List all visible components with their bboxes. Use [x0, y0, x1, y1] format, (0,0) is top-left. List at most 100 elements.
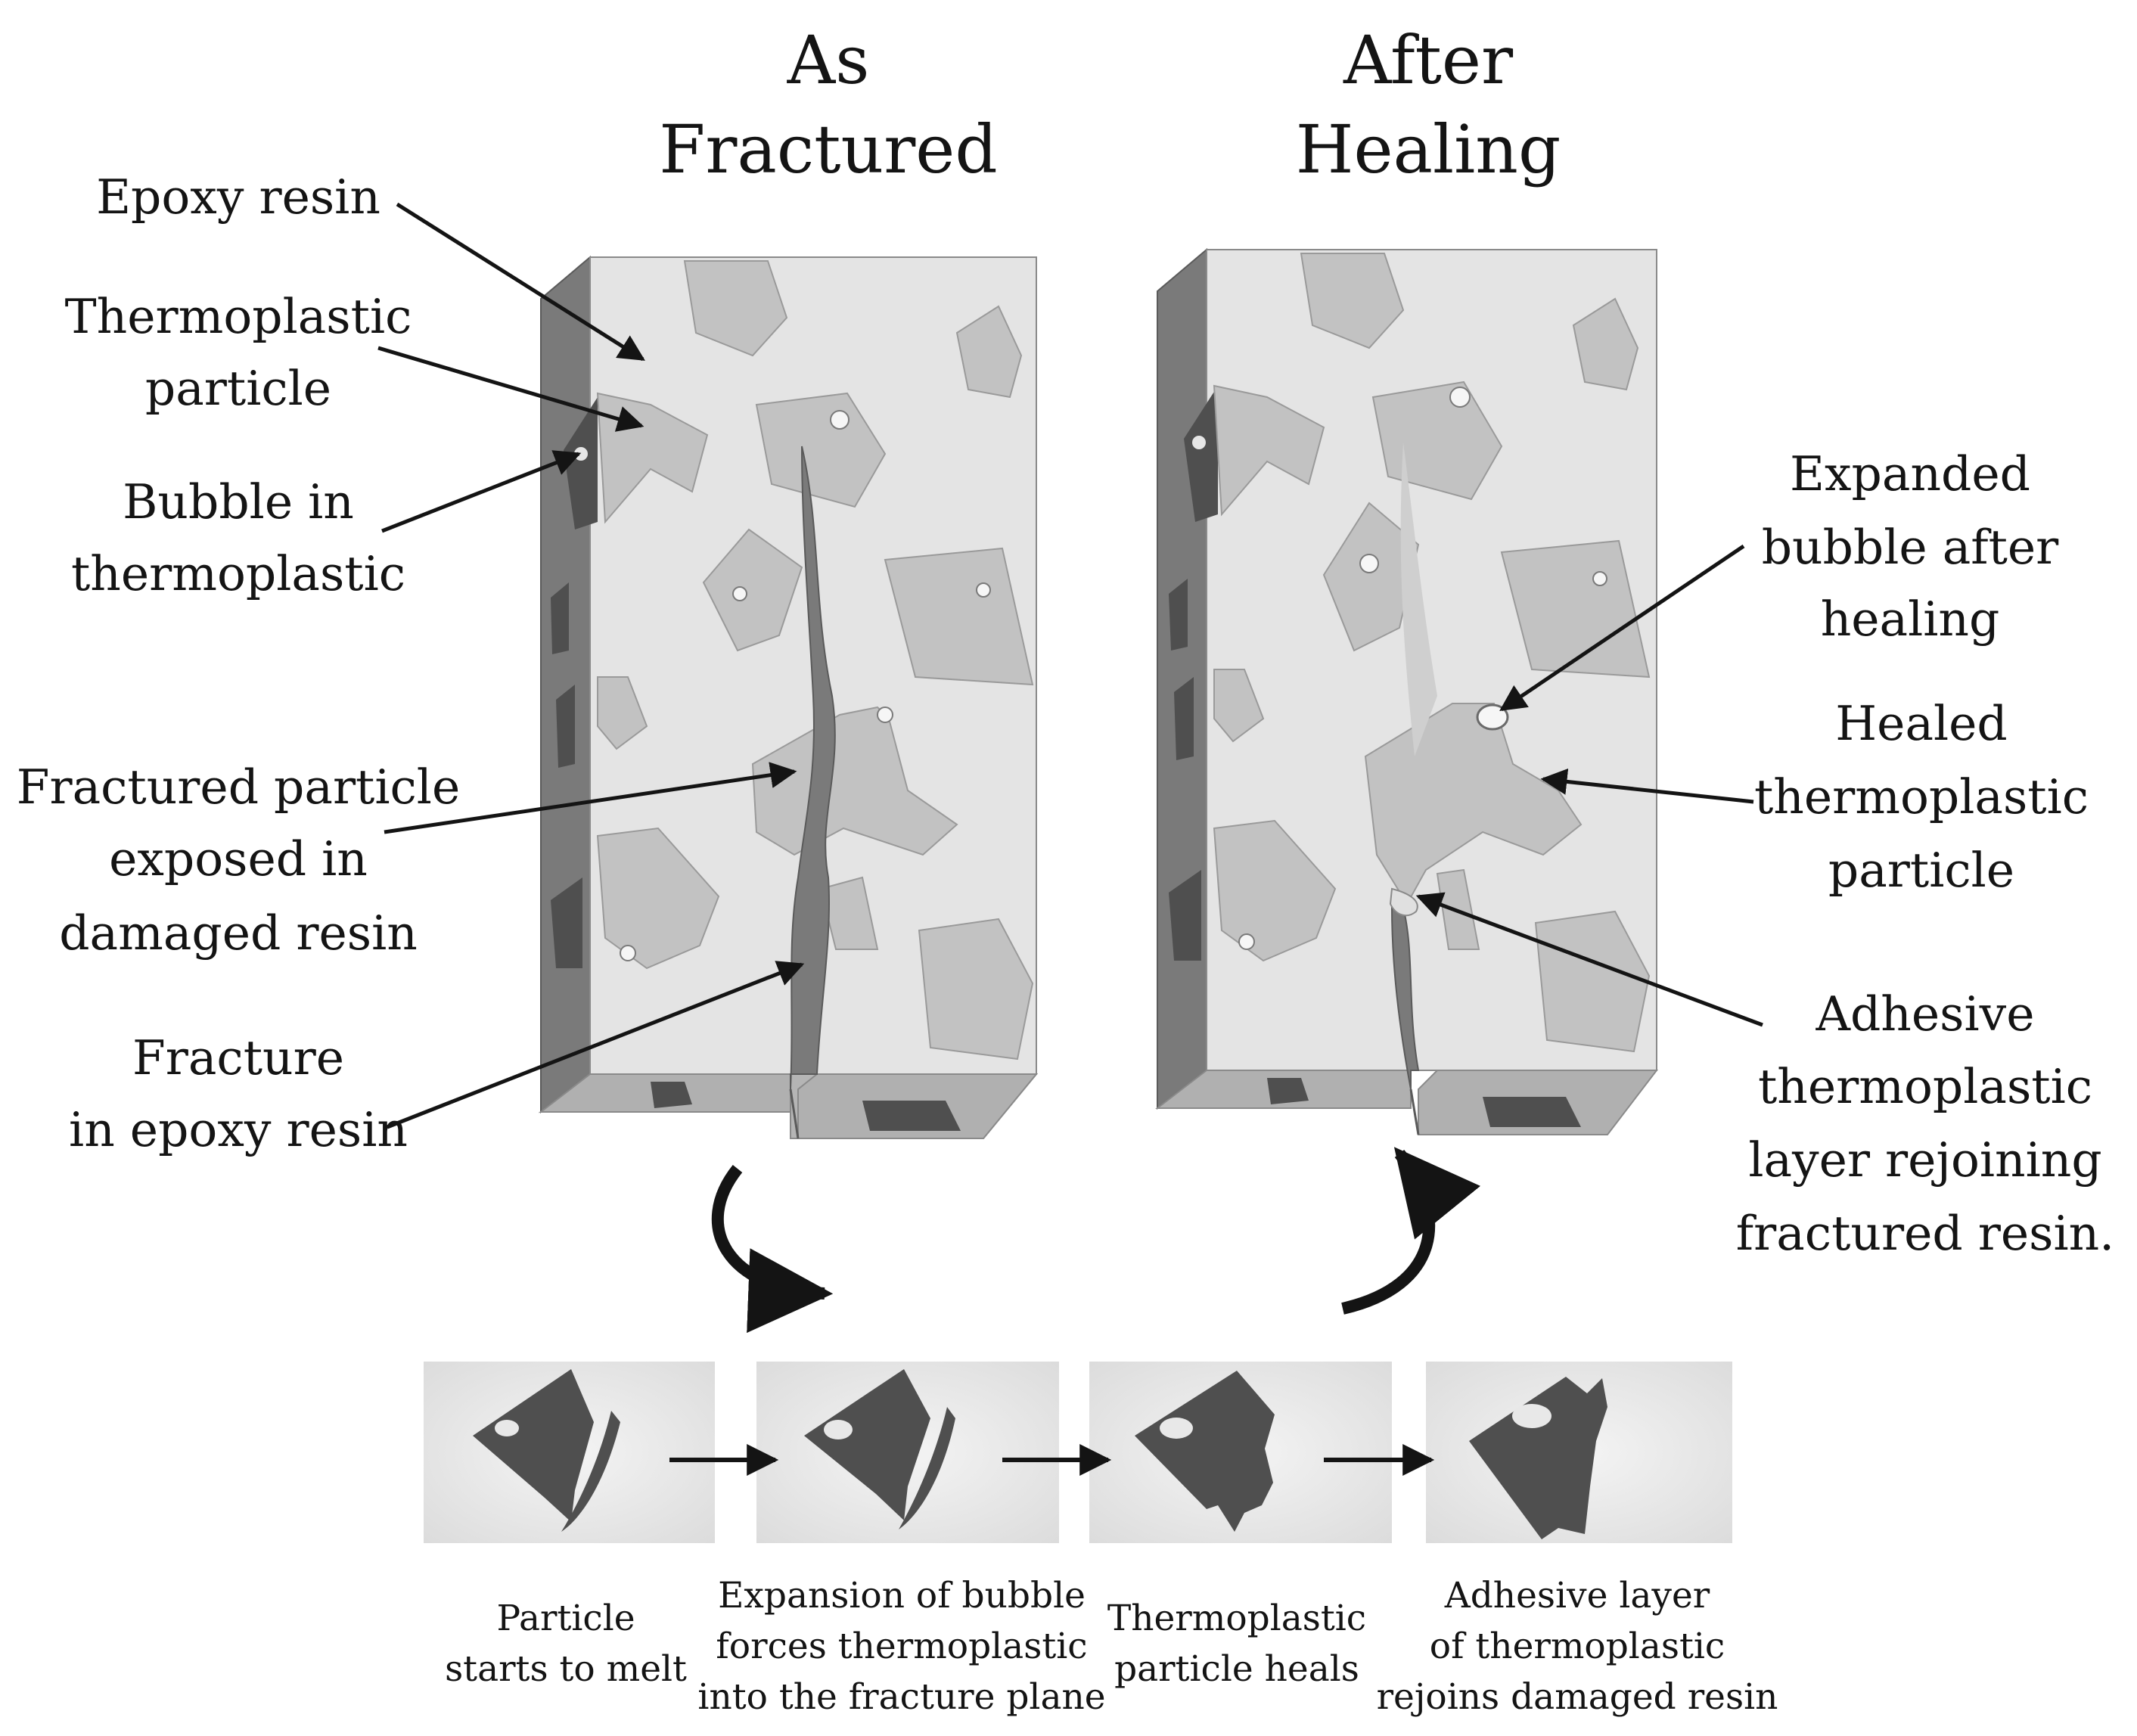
side-particle	[1184, 386, 1218, 522]
thermoplastic-particle	[884, 547, 1034, 686]
side-particle	[556, 685, 575, 768]
step-2-crack	[899, 1407, 955, 1529]
thermoplastic-particle	[1500, 539, 1651, 679]
step-1-caption-line-1: Particle	[496, 1598, 635, 1639]
thermoplastic-particle	[755, 392, 887, 508]
label-expanded-bubble-3: healing	[1821, 592, 2000, 647]
pointer-expanded-bubble	[1499, 544, 1745, 712]
bubble	[1238, 933, 1255, 950]
step-4-bubble	[1512, 1404, 1551, 1428]
label-thermoplastic-particle-1: Thermoplastic	[65, 289, 412, 344]
block-side-face	[540, 255, 591, 1114]
thermoplastic-particle	[1213, 819, 1337, 962]
pointer-healed-particle	[1540, 768, 1754, 804]
label-adhesive-layer-4: fractured resin.	[1736, 1206, 2114, 1261]
pointer-fracture	[387, 961, 805, 1129]
step-4-caption-line-2: of thermoplastic	[1430, 1626, 1725, 1667]
label-healed-particle-2: thermoplastic	[1754, 769, 2089, 825]
label-fracture-1: Fracture	[132, 1030, 344, 1085]
thermoplastic-particle	[955, 305, 1023, 399]
side-particle	[1169, 579, 1188, 651]
step-2-caption-line-1: Expansion of bubble	[718, 1575, 1086, 1616]
label-epoxy-resin: Epoxy resin	[96, 169, 380, 225]
label-expanded-bubble-2: bubble after	[1762, 520, 2059, 575]
heading-as: As	[787, 21, 870, 99]
fractured-particle	[751, 706, 958, 856]
thermoplastic-particle	[918, 918, 1034, 1061]
label-healed-particle-1: Healed	[1835, 696, 2008, 751]
label-fractured-particle-3: damaged resin	[59, 905, 418, 961]
step-4-particle	[1469, 1377, 1607, 1539]
pointer-adhesive-layer	[1415, 892, 1763, 1027]
fracture-crack	[790, 446, 836, 1090]
thermoplastic-particle	[1213, 384, 1325, 517]
heading-after: After	[1343, 21, 1514, 99]
thermoplastic-particle	[1300, 253, 1405, 349]
block-side-face	[1157, 247, 1207, 1110]
step-2-particle	[804, 1369, 930, 1520]
step-1-particle	[473, 1369, 594, 1522]
thermoplastic-particle	[1572, 297, 1639, 391]
label-fracture-2: in epoxy resin	[69, 1102, 408, 1157]
bubble	[620, 945, 636, 961]
label-fractured-particle-1: Fractured particle	[17, 759, 461, 815]
bubble	[830, 410, 850, 430]
pointer-bubble	[381, 450, 582, 533]
step-4-caption-line-3: rejoins damaged resin	[1377, 1676, 1778, 1718]
pointer-fractured-particle	[384, 762, 797, 834]
bubble	[877, 707, 893, 723]
bubble	[976, 582, 991, 598]
label-healed-particle-3: particle	[1828, 843, 2014, 898]
side-particle	[862, 1101, 961, 1131]
label-thermoplastic-particle-2: particle	[145, 361, 331, 416]
pointer-epoxy-resin	[396, 202, 645, 362]
healed-crack-fill	[1400, 443, 1437, 756]
label-adhesive-layer-1: Adhesive	[1815, 986, 2034, 1042]
expanded-bubble	[1476, 703, 1509, 731]
bubble	[1592, 571, 1607, 586]
label-adhesive-layer-2: thermoplastic	[1758, 1059, 2092, 1114]
thermoplastic-particle	[1534, 910, 1651, 1053]
step-3-particle	[1135, 1371, 1275, 1532]
label-bubble-1: Bubble in	[123, 474, 354, 529]
left-pointers	[377, 202, 805, 1129]
label-fractured-particle-2: exposed in	[109, 831, 368, 887]
healed-block	[1155, 247, 1659, 1135]
side-particle	[1174, 677, 1194, 760]
curved-arrow-up	[1341, 1147, 1480, 1315]
step-1-bubble	[495, 1420, 519, 1436]
curved-arrow-down	[711, 1165, 834, 1334]
side-particle	[1169, 870, 1201, 961]
right-pointers	[1415, 544, 1763, 1027]
step-2-bubble	[824, 1420, 853, 1439]
side-particle	[651, 1082, 692, 1108]
thermoplastic-particle	[702, 528, 803, 652]
side-particle	[1267, 1078, 1309, 1104]
step-4-caption-line-1: Adhesive layer	[1444, 1575, 1710, 1616]
bubble	[1359, 554, 1379, 573]
heading-fractured: Fractured	[659, 110, 997, 188]
thermoplastic-particle	[1213, 669, 1265, 743]
step-1-caption-line-2: starts to melt	[445, 1648, 687, 1690]
healing-steps	[424, 1362, 1732, 1543]
bubble	[732, 586, 747, 601]
step-3-caption-line-1: Thermoplastic	[1107, 1598, 1366, 1639]
pointer-thermoplastic-particle	[377, 346, 645, 432]
label-adhesive-layer-3: layer rejoining	[1748, 1132, 2101, 1188]
heading-healing: Healing	[1296, 110, 1561, 188]
side-particle	[551, 582, 569, 654]
label-expanded-bubble-1: Expanded	[1790, 446, 2030, 502]
thermoplastic-particle	[597, 676, 648, 750]
thermoplastic-particle	[596, 827, 720, 970]
label-bubble-2: thermoplastic	[71, 546, 405, 601]
side-particle	[1483, 1097, 1581, 1127]
fractured-block	[538, 255, 1039, 1139]
fracture-crack-edge	[789, 1088, 800, 1139]
step-2-caption-line-3: into the fracture plane	[697, 1676, 1105, 1718]
step-3-bubble	[1160, 1418, 1193, 1439]
crack-edge	[1409, 1088, 1420, 1135]
thermoplastic-particle	[683, 260, 788, 357]
side-particle	[551, 877, 582, 968]
bubble	[1192, 436, 1206, 449]
